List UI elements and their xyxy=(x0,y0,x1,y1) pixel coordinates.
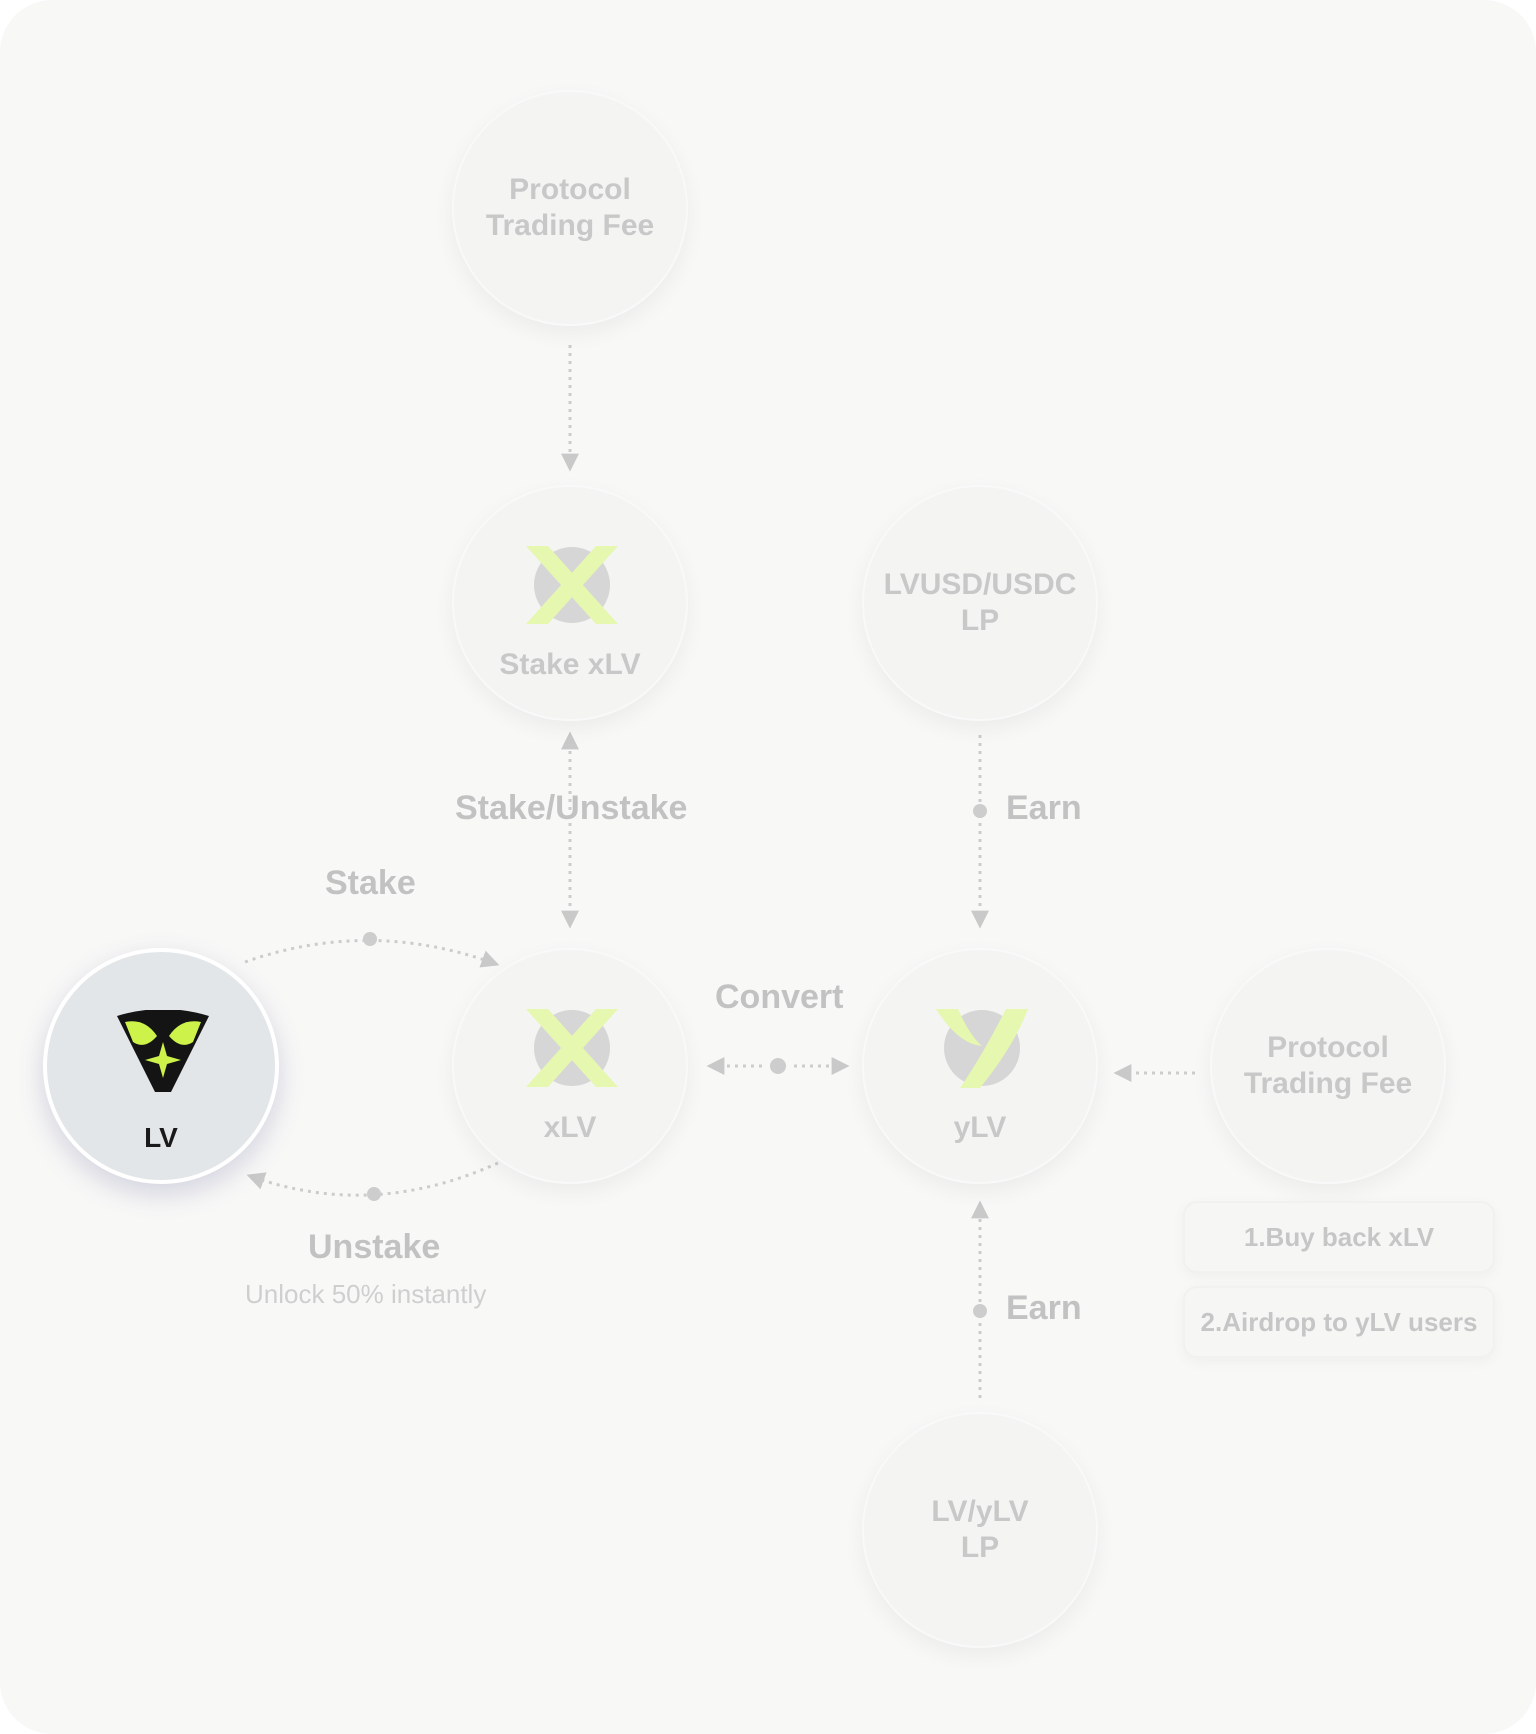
edge-label-earn-top: Earn xyxy=(1006,789,1082,827)
node-xlv[interactable]: xLV xyxy=(452,948,688,1184)
node-label: LVUSD/USDC LP xyxy=(883,568,1077,637)
unstake-dot xyxy=(367,1187,381,1201)
node-lv-ylv-lp: LV/yLV LP xyxy=(862,1412,1098,1648)
xlv-logo-icon xyxy=(526,546,618,624)
node-label: Protocol Trading Fee xyxy=(485,173,655,242)
edge-label-unstake: Unstake xyxy=(308,1228,441,1266)
node-stake-xlv[interactable]: Stake xLV xyxy=(452,485,688,721)
lv-logo-icon xyxy=(117,1010,209,1092)
node-lvusd-usdc-lp: LVUSD/USDC LP xyxy=(862,485,1098,721)
node-ylv[interactable]: yLV xyxy=(862,948,1098,1184)
ylv-logo-icon xyxy=(936,1009,1028,1088)
node-label: Stake xLV xyxy=(499,648,641,681)
edge-note-unlock: Unlock 50% instantly xyxy=(245,1279,487,1309)
node-label: xLV xyxy=(543,1111,597,1144)
xlv-logo-icon xyxy=(526,1009,618,1087)
node-protocol-fee-right: Protocol Trading Fee xyxy=(1210,948,1446,1184)
edge-label-earn-bottom: Earn xyxy=(1006,1289,1082,1327)
convert-dot xyxy=(770,1058,786,1074)
fee-action-buyback: 1.Buy back xLV xyxy=(1183,1201,1495,1273)
earn-bottom-dot xyxy=(973,1304,987,1318)
node-lv[interactable]: LV xyxy=(43,948,279,1184)
fee-action-airdrop: 2.Airdrop to yLV users xyxy=(1183,1286,1495,1358)
node-label: Protocol Trading Fee xyxy=(1243,1031,1413,1100)
node-label: LV/yLV LP xyxy=(931,1495,1029,1564)
edge-label-stake: Stake xyxy=(325,864,416,902)
node-protocol-fee-top: Protocol Trading Fee xyxy=(452,90,688,326)
edge-label-stake-unstake: Stake/Unstake xyxy=(455,789,688,827)
node-label: yLV xyxy=(953,1111,1007,1144)
edge-label-convert: Convert xyxy=(715,978,844,1016)
stake-dot xyxy=(363,932,377,946)
node-label: LV xyxy=(144,1122,178,1153)
arrow-stake-curve xyxy=(244,939,500,968)
earn-top-dot xyxy=(973,804,987,818)
